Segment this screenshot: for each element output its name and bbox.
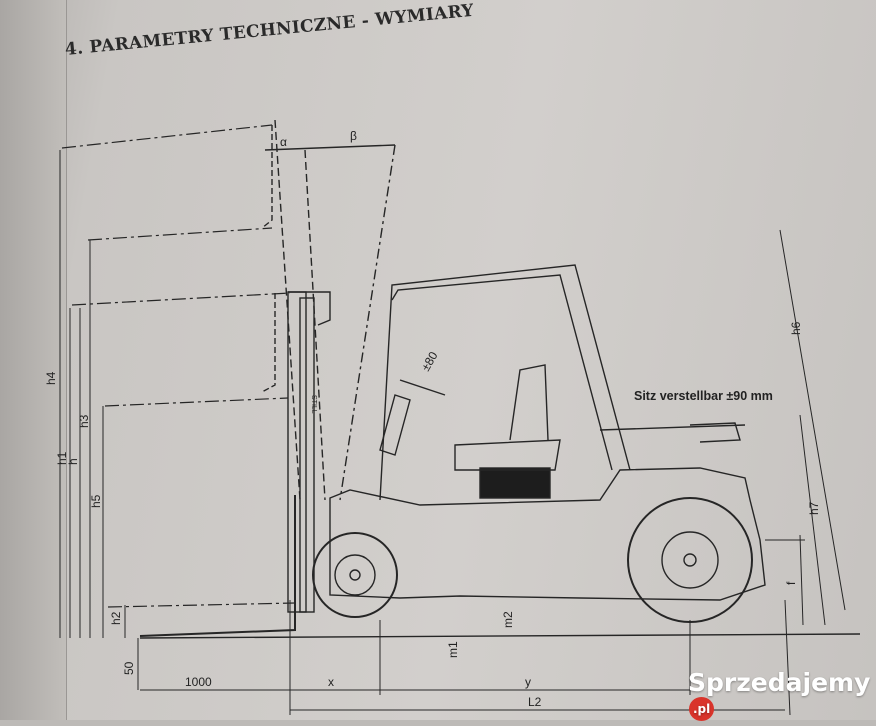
mast-brand: STILL xyxy=(310,395,317,414)
seat-adjust-label: Sitz verstellbar ±90 mm xyxy=(634,389,773,403)
x-label: x xyxy=(328,675,334,689)
f-label: f xyxy=(784,581,798,585)
watermark-text: Sprzedajemy xyxy=(688,668,871,697)
d1000-label: 1000 xyxy=(185,675,212,689)
beta-label: β xyxy=(350,129,357,143)
h-label: h xyxy=(66,458,80,465)
m2-label: m2 xyxy=(501,611,515,628)
rear-wheel xyxy=(627,497,753,623)
mast xyxy=(287,291,331,613)
h3-label: h3 xyxy=(77,414,91,428)
watermark-suffix: .pl xyxy=(689,697,715,721)
h7-label: h7 xyxy=(807,501,821,515)
ground-line xyxy=(139,633,861,639)
h4-label: h4 xyxy=(44,371,58,385)
watermark-logo: Sprzedajemy.pl xyxy=(688,668,876,726)
d50-label: 50 xyxy=(122,661,136,675)
h6-label: h6 xyxy=(789,321,803,335)
h1-label: h1 xyxy=(55,451,69,465)
front-wheel xyxy=(312,532,398,618)
alpha-label: α xyxy=(280,135,287,149)
m1-label: m1 xyxy=(446,641,460,658)
h5-label: h5 xyxy=(89,494,103,508)
steering-label: ±80 xyxy=(418,349,440,374)
y-label: y xyxy=(525,675,531,689)
page-edge xyxy=(0,0,67,720)
L2-label: L2 xyxy=(528,695,542,709)
h2-label: h2 xyxy=(109,611,123,625)
fork-height-lines xyxy=(61,124,296,608)
right-dimensions xyxy=(765,229,846,626)
forklift-body xyxy=(329,264,766,601)
height-dimensions xyxy=(59,150,139,690)
